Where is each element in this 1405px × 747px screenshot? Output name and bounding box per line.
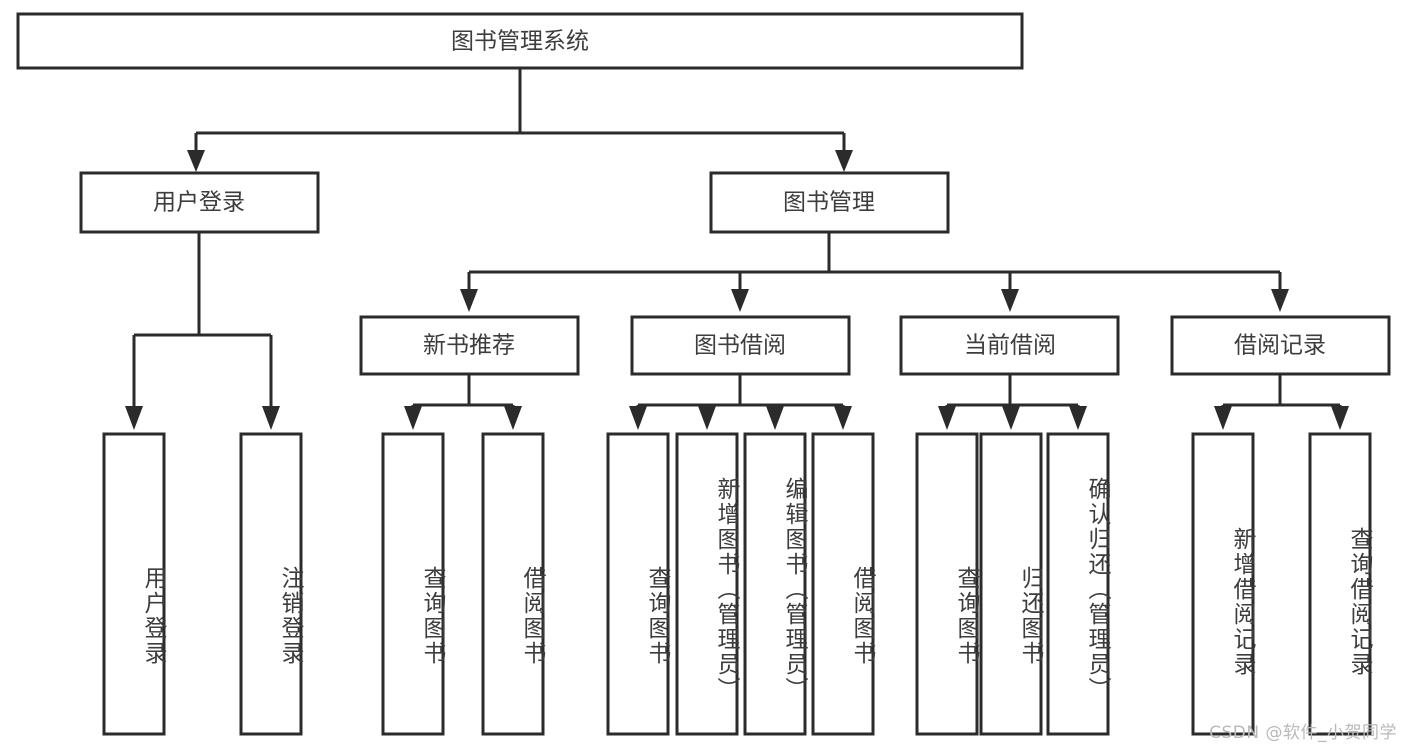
leaf-box-borrow-book-1[interactable] bbox=[481, 432, 545, 736]
arrow-head-icon bbox=[629, 406, 647, 430]
node-book-management[interactable]: 图书管理 bbox=[709, 171, 950, 234]
node-root[interactable]: 图书管理系统 bbox=[16, 12, 1024, 70]
connector-new-book-recommend-to-leaves bbox=[404, 374, 522, 430]
arrow-head-icon bbox=[1002, 406, 1020, 430]
arrow-head-icon bbox=[766, 406, 784, 430]
node-new-book-recommend-label: 新书推荐 bbox=[423, 333, 515, 359]
node-root-label: 图书管理系统 bbox=[451, 29, 589, 55]
arrow-head-icon bbox=[835, 150, 853, 172]
arrow-head-icon bbox=[504, 406, 522, 430]
leaf-box-confirm-return-admin[interactable] bbox=[1046, 432, 1110, 736]
arrow-head-icon bbox=[731, 289, 749, 312]
csdn-watermark: CSDN @软件_小贺同学 bbox=[1209, 723, 1397, 743]
leaf-box-logout[interactable] bbox=[239, 432, 303, 736]
arrow-head-icon bbox=[187, 150, 205, 172]
node-root-box[interactable] bbox=[16, 12, 1024, 70]
connector-borrow-record-to-leaves bbox=[1214, 374, 1349, 430]
arrow-head-icon bbox=[1214, 406, 1232, 430]
connector-book-management-to-level3 bbox=[460, 232, 1289, 312]
leaf-box-borrow-book-2[interactable] bbox=[811, 432, 875, 736]
connector-book-borrow-to-leaves bbox=[629, 374, 852, 430]
node-borrow-record[interactable]: 借阅记录 bbox=[1170, 315, 1391, 376]
node-book-borrow-label: 图书借阅 bbox=[694, 333, 786, 359]
node-new-book-recommend-box[interactable] bbox=[359, 315, 580, 376]
connector-user-login-to-leaves bbox=[125, 232, 280, 430]
node-borrow-record-label: 借阅记录 bbox=[1234, 333, 1326, 359]
leaf-box-query-borrow-record[interactable] bbox=[1308, 432, 1372, 736]
node-book-management-label: 图书管理 bbox=[783, 190, 875, 216]
leaf-box-edit-book-admin[interactable] bbox=[743, 432, 807, 736]
arrow-head-icon bbox=[1001, 289, 1019, 312]
arrow-head-icon bbox=[1069, 406, 1087, 430]
leaf-box-add-borrow-record[interactable] bbox=[1191, 432, 1255, 736]
arrow-head-icon bbox=[262, 406, 280, 430]
arrow-head-icon bbox=[1271, 289, 1289, 312]
arrow-head-icon bbox=[125, 406, 143, 430]
node-book-borrow[interactable]: 图书借阅 bbox=[630, 315, 851, 376]
node-user-login[interactable]: 用户登录 bbox=[79, 171, 320, 234]
connector-current-borrow-to-leaves bbox=[938, 374, 1087, 430]
leaf-box-query-book-1[interactable] bbox=[381, 432, 445, 736]
arrow-head-icon bbox=[460, 289, 478, 312]
arrow-head-icon bbox=[1331, 406, 1349, 430]
leaf-box-add-book-admin[interactable] bbox=[675, 432, 739, 736]
connector-root-to-level2 bbox=[187, 68, 853, 172]
leaf-box-return-book[interactable] bbox=[979, 432, 1043, 736]
node-user-login-label: 用户登录 bbox=[153, 190, 245, 216]
arrow-head-icon bbox=[834, 406, 852, 430]
node-current-borrow-label: 当前借阅 bbox=[964, 333, 1056, 359]
node-user-login-box[interactable] bbox=[79, 171, 320, 234]
node-current-borrow[interactable]: 当前借阅 bbox=[899, 315, 1120, 376]
arrow-head-icon bbox=[698, 406, 716, 430]
leaf-box-query-book-3[interactable] bbox=[915, 432, 979, 736]
leaf-box-user-login[interactable] bbox=[102, 432, 166, 736]
arrow-head-icon bbox=[938, 406, 956, 430]
arrow-head-icon bbox=[404, 406, 422, 430]
node-new-book-recommend[interactable]: 新书推荐 bbox=[359, 315, 580, 376]
leaf-box-query-book-2[interactable] bbox=[606, 432, 670, 736]
node-current-borrow-box[interactable] bbox=[899, 315, 1120, 376]
